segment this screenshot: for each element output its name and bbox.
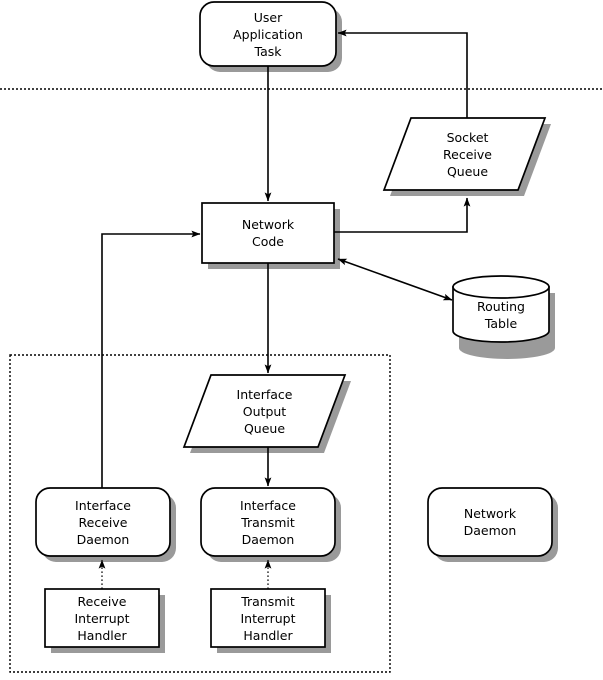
node-routing-table[interactable] bbox=[452, 275, 550, 343]
node-shapes bbox=[35, 1, 553, 648]
node-interface-output-queue[interactable] bbox=[182, 374, 347, 448]
node-network-daemon[interactable] bbox=[427, 487, 553, 557]
edge-network-code-to-socket-queue bbox=[334, 197, 471, 233]
node-network-code[interactable] bbox=[201, 202, 335, 264]
node-receive-interrupt-handler[interactable] bbox=[44, 588, 160, 648]
node-interface-receive-daemon[interactable] bbox=[35, 487, 171, 557]
diagram-edges bbox=[98, 29, 471, 589]
edge-network-code-routing-table bbox=[337, 258, 453, 301]
edge-socket-queue-to-user-task bbox=[337, 29, 468, 118]
node-interface-transmit-daemon[interactable] bbox=[200, 487, 336, 557]
node-transmit-interrupt-handler[interactable] bbox=[210, 588, 326, 648]
node-socket-receive-queue[interactable] bbox=[382, 117, 547, 191]
node-user-application-task[interactable] bbox=[199, 1, 337, 67]
driver-group-box bbox=[9, 354, 391, 673]
edge-receive-daemon-to-network-code bbox=[101, 230, 201, 488]
